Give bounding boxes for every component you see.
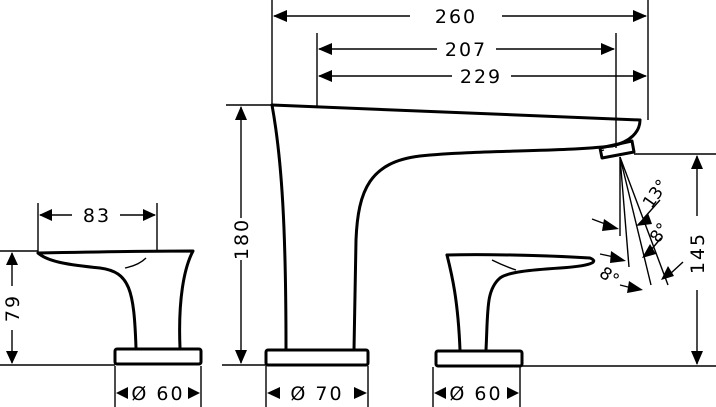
dim-label-79: 79 bbox=[2, 294, 24, 322]
dim-label-83: 83 bbox=[83, 205, 111, 227]
dim-83: 83 bbox=[37, 203, 158, 253]
spout-outline bbox=[264, 103, 642, 367]
dim-207: 207 bbox=[316, 33, 617, 148]
dim-label-left-base: Ø 60 bbox=[131, 383, 184, 405]
angle-label-13: 13° bbox=[639, 176, 673, 212]
dim-left-base-60: Ø 60 bbox=[114, 366, 202, 407]
dim-label-207: 207 bbox=[445, 39, 487, 61]
dim-260: 260 bbox=[271, 0, 649, 120]
spray-angle-lines bbox=[591, 156, 684, 293]
dim-label-spout-base: Ø 70 bbox=[290, 383, 343, 405]
dim-label-right-base: Ø 60 bbox=[449, 383, 502, 405]
dim-229: 229 bbox=[318, 66, 647, 88]
dim-145: 145 bbox=[687, 155, 709, 365]
dim-79: 79 bbox=[2, 252, 24, 364]
left-handle-outline bbox=[36, 249, 203, 366]
dim-180: 180 bbox=[231, 106, 253, 364]
angle-label-8-lower: 8° bbox=[595, 263, 622, 290]
dim-label-145: 145 bbox=[687, 232, 709, 274]
dim-label-180: 180 bbox=[231, 218, 253, 260]
right-handle-outline bbox=[434, 253, 596, 368]
dim-spout-base-70: Ø 70 bbox=[265, 366, 369, 407]
reference-lines bbox=[0, 104, 716, 367]
dim-right-base-60: Ø 60 bbox=[432, 367, 521, 407]
dim-label-229: 229 bbox=[460, 66, 502, 88]
dim-label-260: 260 bbox=[435, 6, 477, 28]
